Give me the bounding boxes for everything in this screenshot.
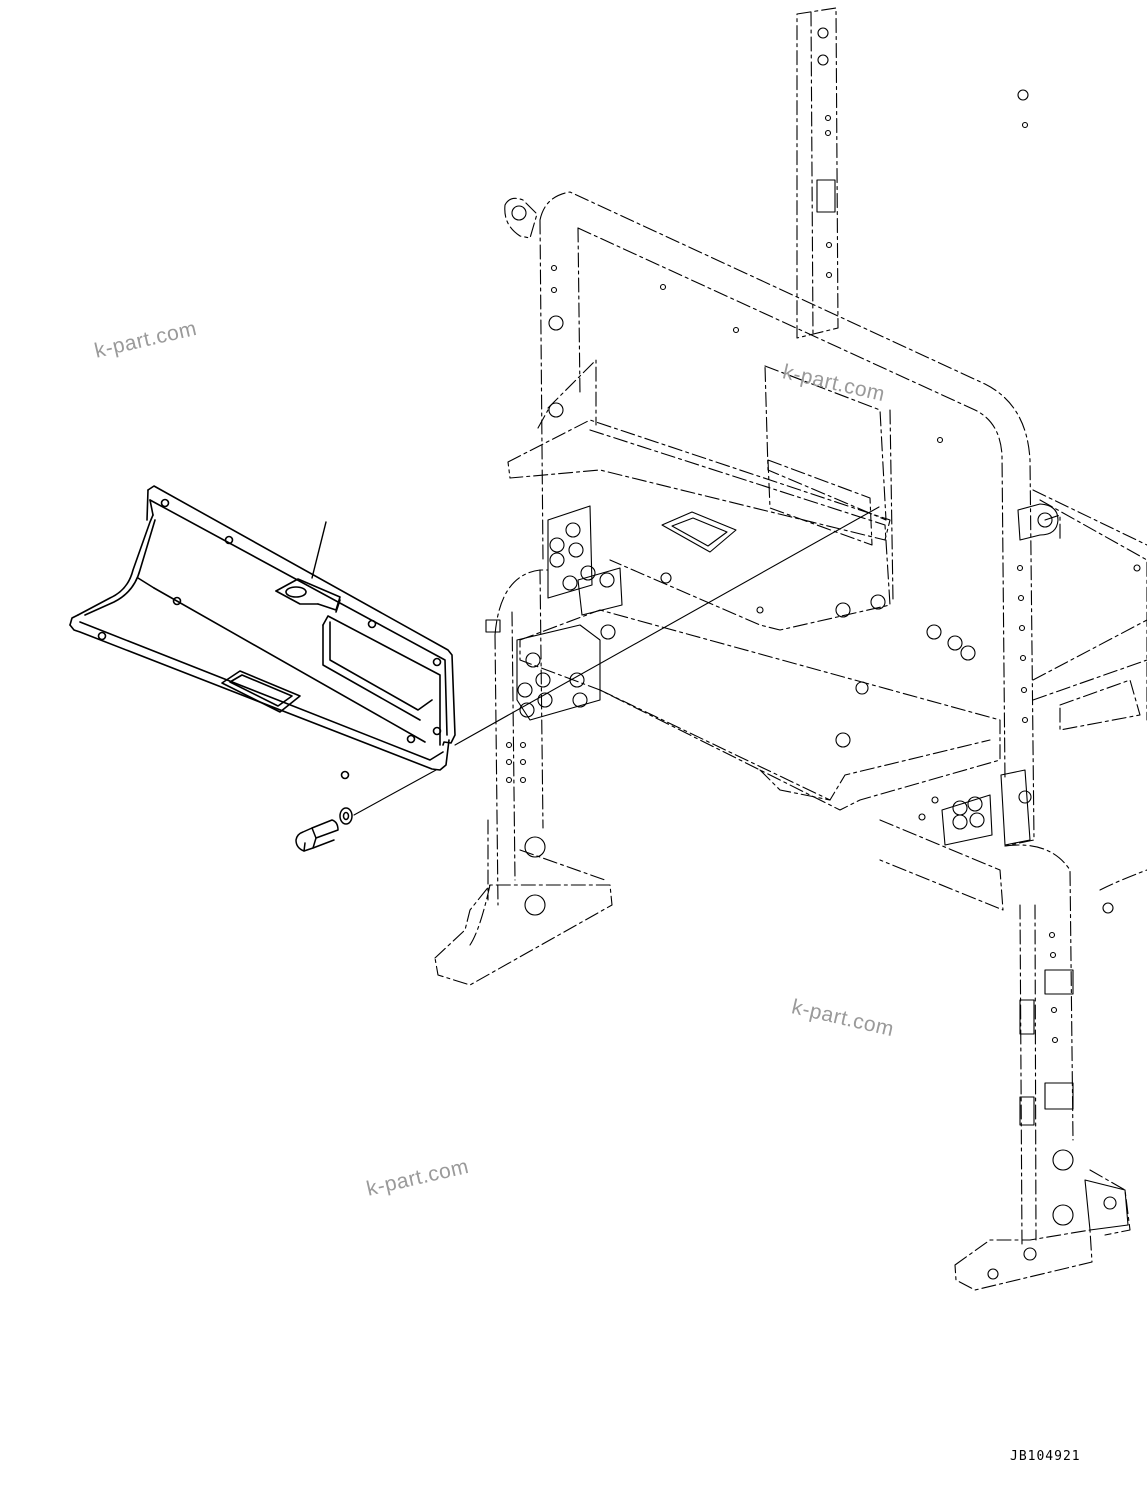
frame: [434, 7, 1147, 1291]
bolt: [295, 819, 339, 852]
cover-plate: [69, 485, 456, 780]
washer: [339, 807, 353, 825]
frame-holes: [485, 27, 1141, 1280]
assembly-lines: [353, 506, 880, 816]
drawing-id-label: JB104921: [1010, 1449, 1081, 1464]
